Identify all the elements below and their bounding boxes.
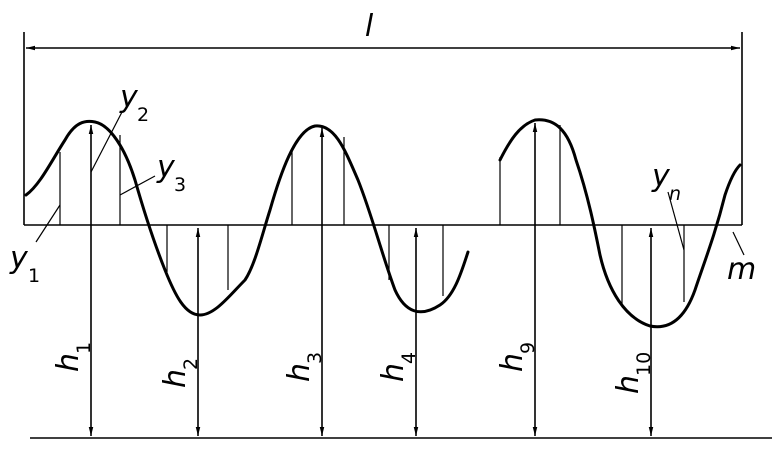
profile-curve-2 — [498, 118, 742, 329]
yn-subscript: n — [669, 183, 681, 205]
y2-subscript: 2 — [137, 104, 149, 126]
y2-symbol: y — [119, 80, 139, 115]
yn-symbol: y — [651, 159, 671, 194]
yn-label: y n — [651, 159, 681, 205]
h3-label: h 3 — [282, 352, 326, 382]
h4-label: h 4 — [376, 352, 420, 382]
h4-symbol: h — [376, 363, 411, 382]
h1-subscript: 1 — [73, 342, 95, 354]
h10-symbol: h — [611, 375, 646, 394]
h9-label: h 9 — [495, 342, 539, 372]
y1-symbol: y — [9, 241, 29, 276]
y1-subscript: 1 — [28, 265, 40, 287]
height-arrows — [88, 123, 654, 436]
h1-symbol: h — [51, 353, 86, 372]
leader-lines — [35, 111, 745, 256]
h1-label: h 1 — [51, 342, 95, 372]
h2-symbol: h — [158, 369, 193, 388]
mean-line-label: m — [727, 252, 756, 287]
h3-subscript: 3 — [304, 352, 326, 364]
h2-subscript: 2 — [180, 358, 202, 370]
h10-label: h 10 — [611, 352, 655, 394]
ordinate-hatching — [59, 125, 685, 306]
y2-label: y 2 — [119, 80, 149, 126]
y3-symbol: y — [156, 150, 176, 185]
h3-symbol: h — [282, 363, 317, 382]
length-label: l — [365, 9, 374, 44]
h9-symbol: h — [495, 353, 530, 372]
y1-label: y 1 — [9, 241, 40, 287]
y3-subscript: 3 — [174, 174, 186, 196]
h9-subscript: 9 — [517, 342, 539, 354]
h2-label: h 2 — [158, 358, 202, 388]
h10-subscript: 10 — [633, 352, 655, 376]
profile-curve — [24, 119, 470, 317]
h4-subscript: 4 — [398, 352, 420, 364]
y3-label: y 3 — [156, 150, 186, 196]
